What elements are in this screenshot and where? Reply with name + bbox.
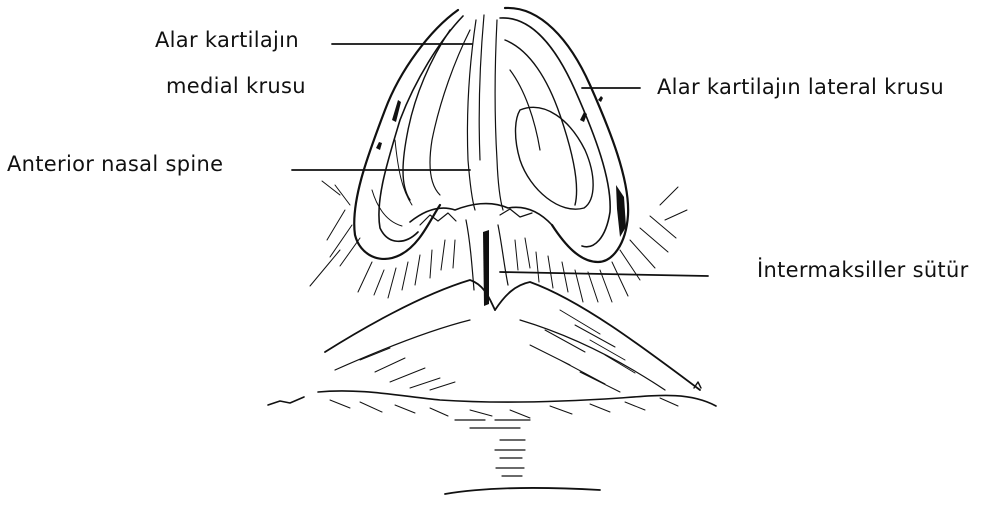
leader-lines	[292, 44, 708, 276]
leader-intermaxillary-suture	[500, 272, 708, 276]
lip-line	[268, 382, 716, 418]
soft-tissue-hatching	[310, 181, 687, 302]
right-alar-cartilage	[495, 8, 628, 262]
upper-lip	[325, 280, 700, 392]
left-alar-cartilage	[354, 10, 484, 259]
label-medial-crus-line1: Alar kartilajın	[155, 28, 299, 52]
lower-lip	[445, 420, 600, 494]
label-medial-crus-line2: medial krusu	[166, 74, 306, 98]
label-intermaxillary-suture: İntermaksiller sütür	[757, 258, 969, 282]
label-lateral-crus: Alar kartilajın lateral krusu	[657, 75, 944, 99]
label-anterior-nasal-spine: Anterior nasal spine	[7, 152, 223, 176]
